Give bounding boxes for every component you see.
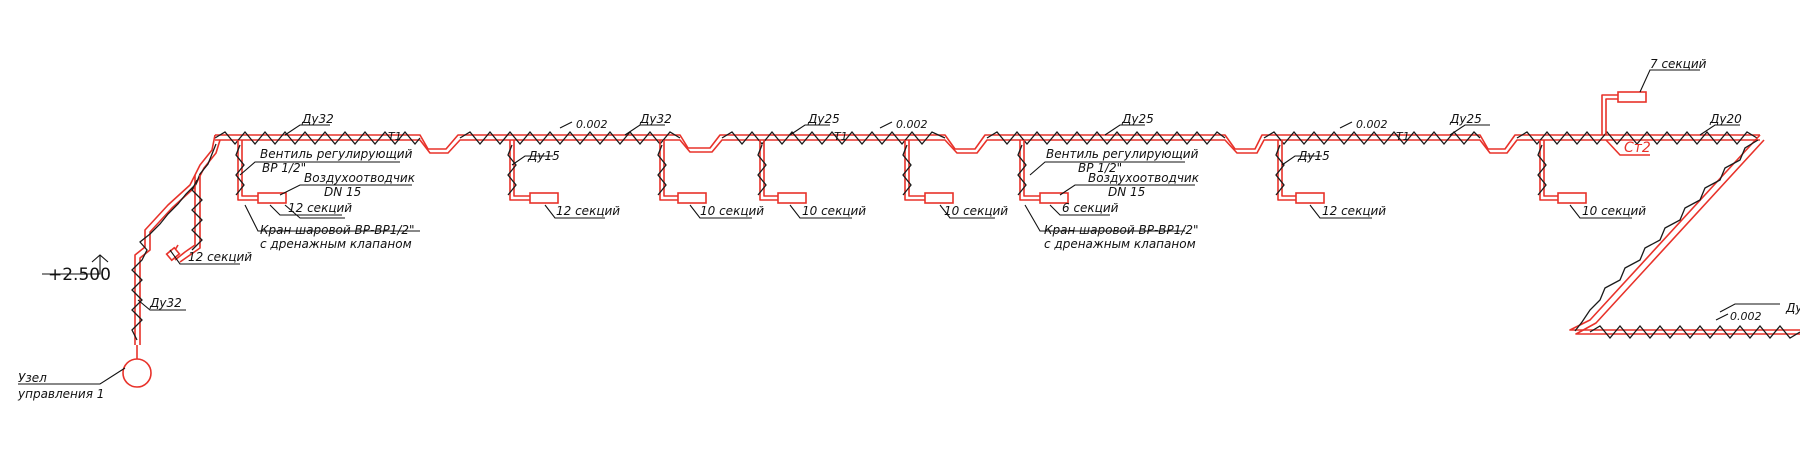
riser-st2: [1601, 91, 1650, 156]
sections-label: 10 секций: [700, 204, 764, 218]
pipe-size-du15-branch2: Ду15: [527, 149, 560, 163]
left-riser: [122, 134, 221, 388]
valve-reg-2-line2: ВР 1/2": [1078, 161, 1122, 175]
radiator-icon: [1557, 192, 1587, 204]
control-node-marker: [122, 358, 152, 388]
branch-1: [235, 140, 287, 204]
radiator-icon: [529, 192, 559, 204]
pipe-size-du20: Ду20: [1709, 112, 1742, 126]
branch-5: [902, 140, 954, 204]
radiator-icon: [1039, 192, 1069, 204]
pipe-code-t1-2: Т1: [834, 130, 848, 143]
sections-label: 12 секций: [288, 201, 352, 215]
radiator-icon: [924, 192, 954, 204]
ball-valve-1-line1: Кран шаровой ВР-ВР1/2": [260, 223, 415, 237]
branch-7: [1275, 140, 1325, 204]
air-vent-1-line2: DN 15: [324, 185, 361, 199]
pipe-code-t1-1: Т1: [388, 130, 402, 143]
sections-label: 12 секций: [1322, 204, 1386, 218]
riser-label: Ст2: [1624, 140, 1651, 156]
pipe-size-du25-main3: Ду25: [1449, 112, 1482, 126]
radiator-icon: [257, 192, 287, 204]
valve-reg-1-line2: ВР 1/2": [262, 161, 306, 175]
slope-4: 0.002: [1730, 310, 1762, 323]
elevation-mark: +2.500: [48, 265, 111, 285]
branch-3: [657, 140, 707, 204]
valve-reg-2-line1: Вентиль регулирующий: [1046, 147, 1199, 161]
pipe-size-du32-riser: Ду32: [149, 296, 182, 310]
pipe-code-t1-3: Т1: [1396, 130, 1410, 143]
sections-label: 10 секций: [802, 204, 866, 218]
pipe-size-du32-main1: Ду32: [301, 112, 334, 126]
radiator-icon: [1295, 192, 1325, 204]
branch-8: [1537, 140, 1587, 204]
branch-4: [757, 140, 807, 204]
leaders: [18, 69, 1780, 385]
pipe-size-du-cut: Ду: [1785, 301, 1800, 315]
main-pipe: [214, 130, 1760, 154]
radiator-icon: [677, 192, 707, 204]
sections-label: 12 секций: [556, 204, 620, 218]
ball-valve-2-line2: с дренажным клапаном: [1044, 237, 1196, 251]
slope-2: 0.002: [896, 118, 928, 131]
pipe-size-du25-main1: Ду25: [807, 112, 840, 126]
radiator-icon: [777, 192, 807, 204]
sections-label: 12 секций: [188, 250, 252, 264]
right-loop: [1569, 134, 1800, 340]
air-vent-1-line1: Воздухоотводчик: [304, 171, 416, 185]
control-node-label-line1: Узел: [18, 371, 47, 385]
sections-label: 6 секций: [1062, 201, 1119, 215]
sections-label: 10 секций: [1582, 204, 1646, 218]
slope-3: 0.002: [1356, 118, 1388, 131]
air-vent-2-line1: Воздухоотводчик: [1088, 171, 1200, 185]
sections-label: 10 секций: [944, 204, 1008, 218]
sections-label: 7 секций: [1650, 57, 1707, 71]
air-vent-2-line2: DN 15: [1108, 185, 1145, 199]
valve-reg-1-line1: Вентиль регулирующий: [260, 147, 413, 161]
ball-valve-2-line1: Кран шаровой ВР-ВР1/2": [1044, 223, 1199, 237]
pipe-size-du32-main2: Ду32: [639, 112, 672, 126]
branch-2: [507, 140, 559, 204]
ball-valve-1-line2: с дренажным клапаном: [260, 237, 412, 251]
labels: +2.500 Узел управления 1 Ду32 Ду32 Ду32 …: [17, 57, 1800, 401]
radiator-icon: [1617, 91, 1647, 103]
pipe-size-du15-branch7: Ду15: [1297, 149, 1330, 163]
control-node-label-line2: управления 1: [17, 387, 104, 401]
pipe-size-du25-main2: Ду25: [1121, 112, 1154, 126]
branch-6: [1017, 140, 1069, 204]
slope-1: 0.002: [576, 118, 608, 131]
